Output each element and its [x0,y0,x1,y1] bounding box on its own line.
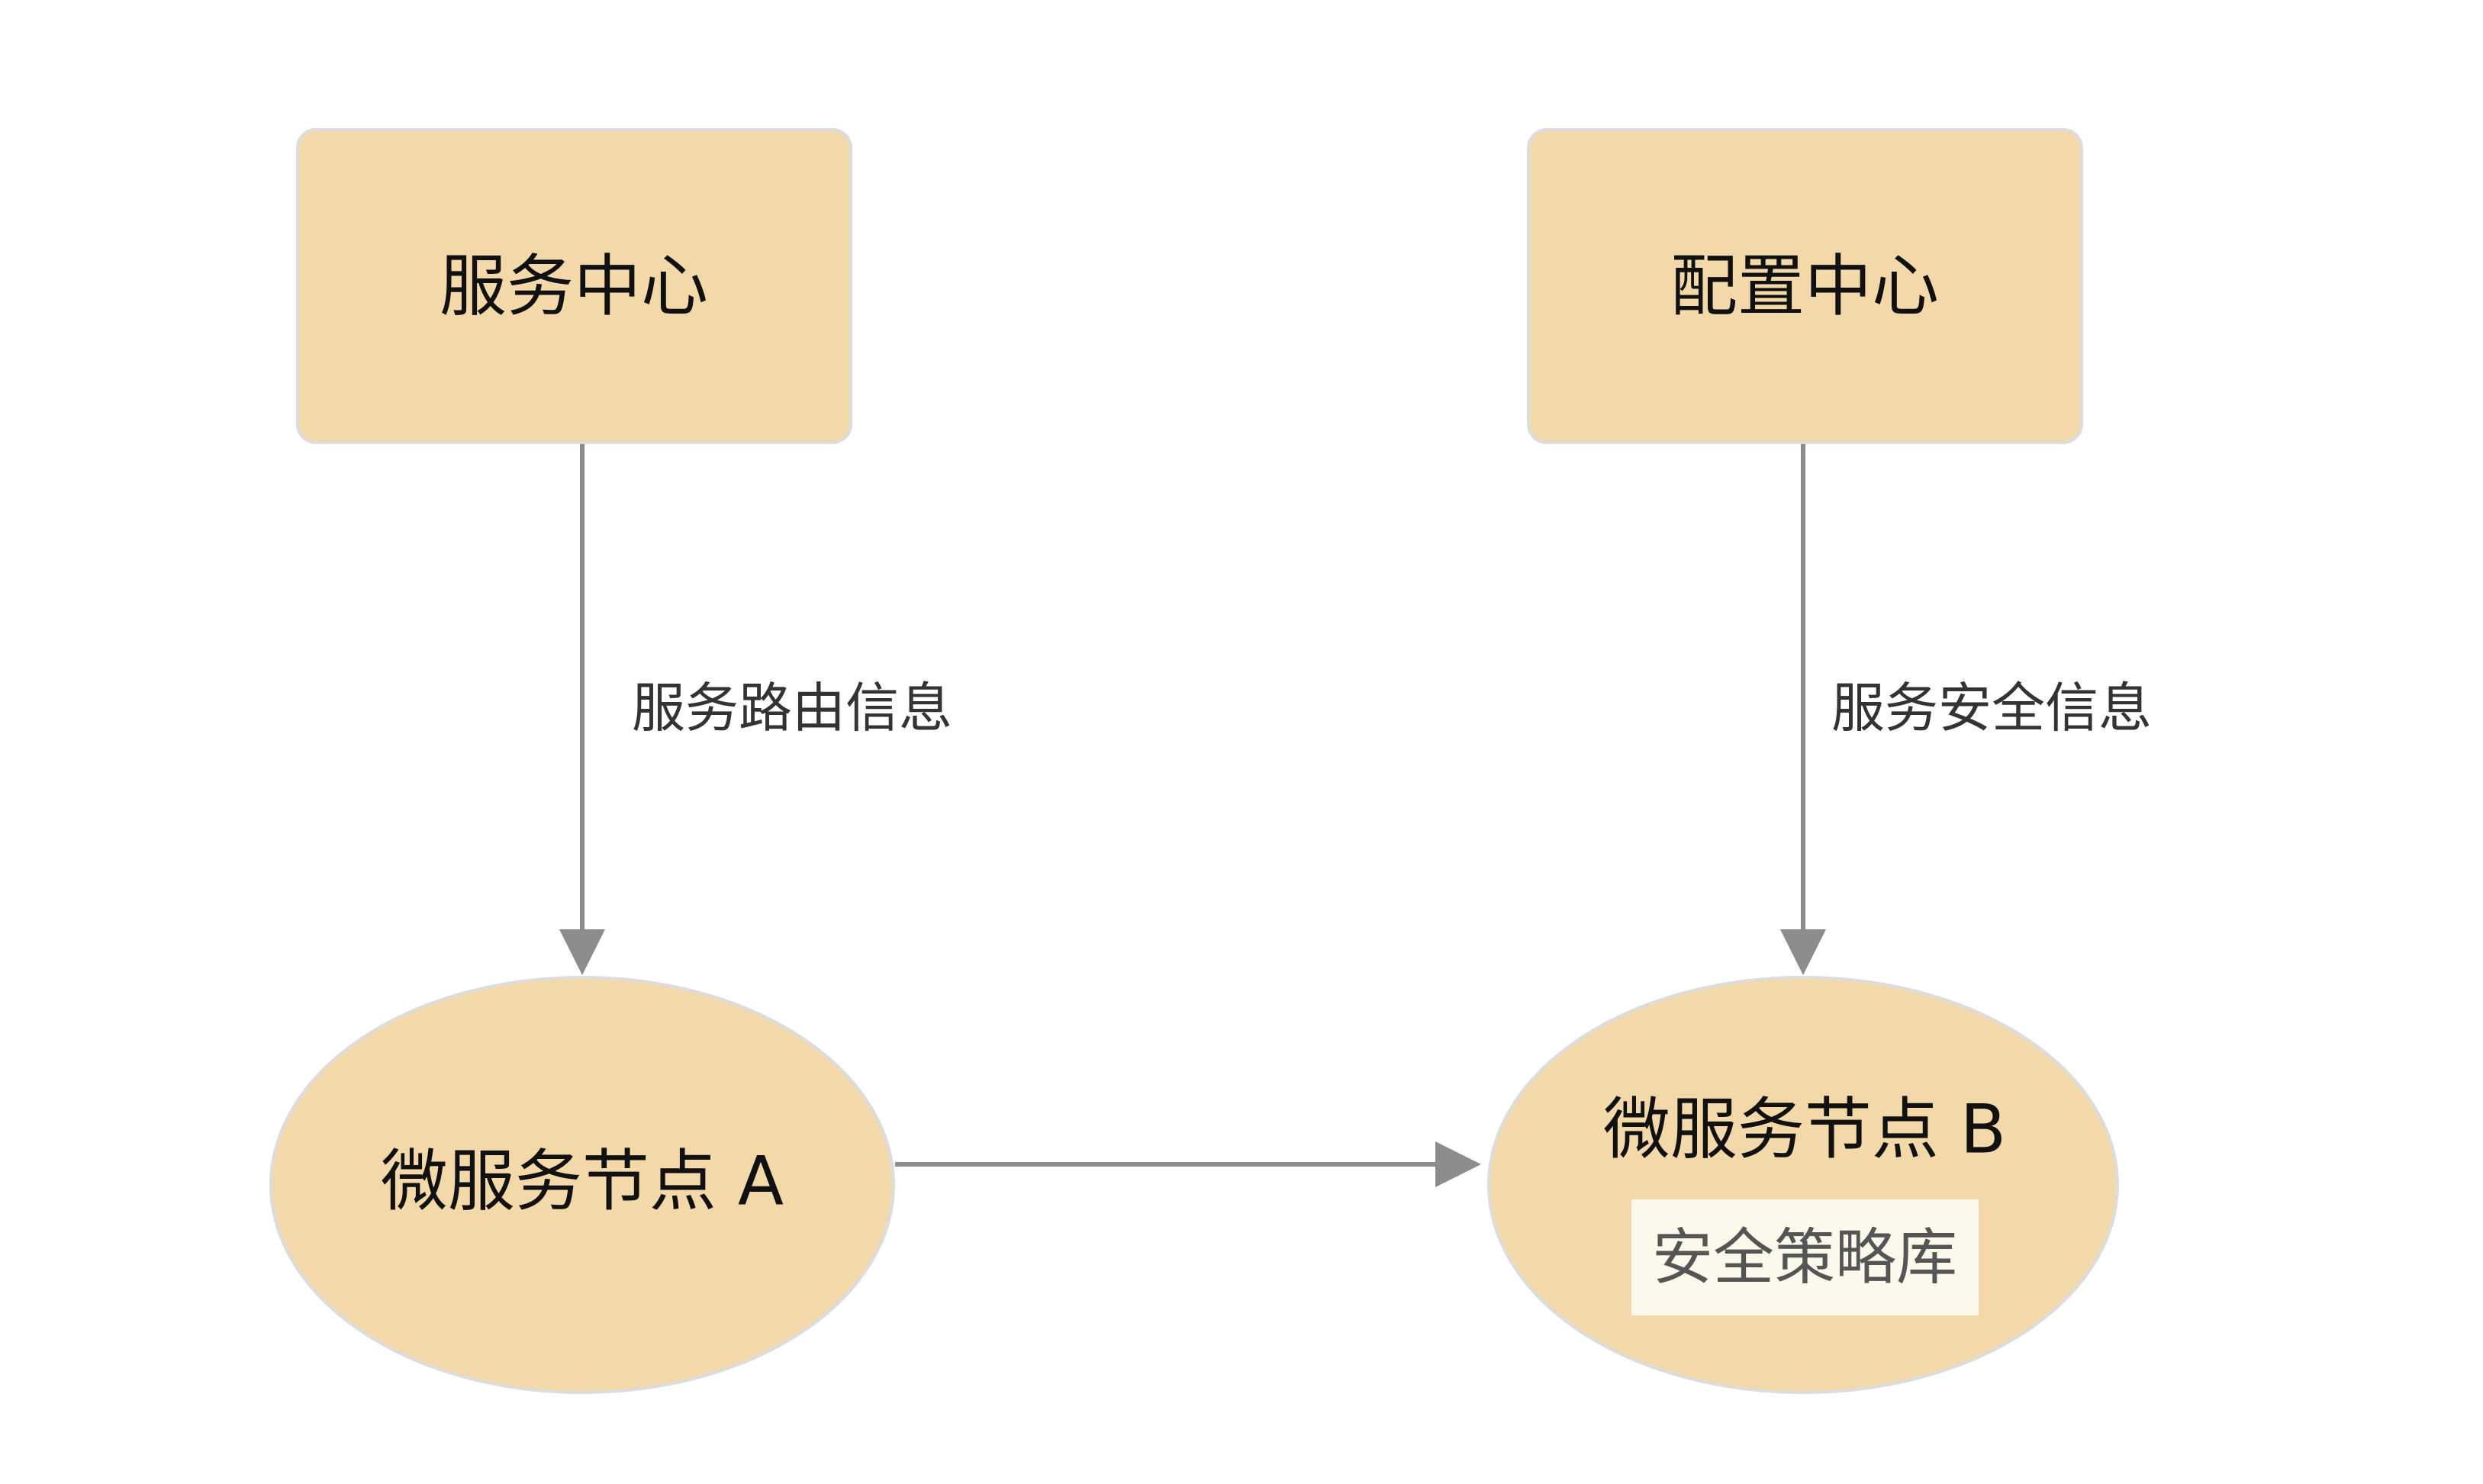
service-center-box [296,128,852,444]
node-service-center[interactable]: 服务中心 [296,128,852,444]
service-center-label: 服务中心 [440,247,708,326]
edge-security: 服务安全信息 [1780,444,2152,975]
microservice-a-ellipse [269,976,895,1394]
node-microservice-b[interactable]: 微服务节点 B 安全策略库 [1487,976,2119,1394]
security-policy-label: 安全策略库 [1652,1222,1957,1293]
routing-edge-label: 服务路由信息 [632,677,952,739]
microservice-b-label: 微服务节点 B [1603,1090,2006,1169]
security-edge-label: 服务安全信息 [1831,677,2152,739]
config-center-label: 配置中心 [1670,247,1939,326]
config-center-box [1527,128,2083,444]
edge-routing: 服务路由信息 [559,444,952,975]
node-microservice-a[interactable]: 微服务节点 A [269,976,895,1394]
security-policy-tag [1631,1199,1979,1315]
microservice-a-label: 微服务节点 A [381,1142,784,1221]
microservice-b-ellipse [1487,976,2119,1394]
node-config-center[interactable]: 配置中心 [1527,128,2083,444]
